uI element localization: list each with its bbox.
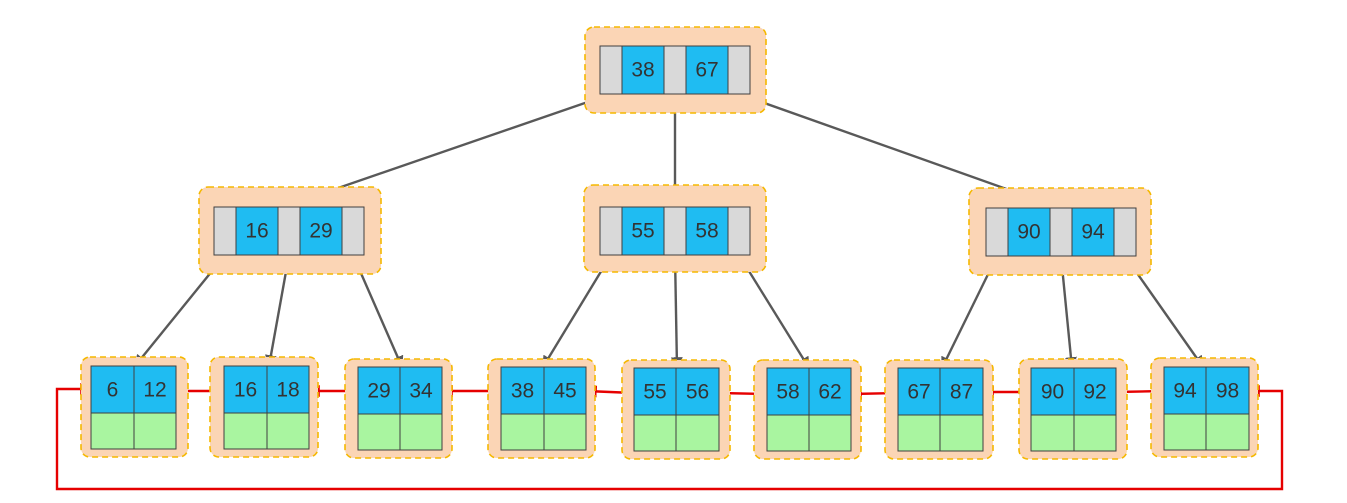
leaf-node-1: 16 18 [209,356,319,458]
leaf-1-data-cell-1 [266,412,310,450]
leaf-2-key-cell-1 [399,366,443,415]
leaf-3-key-1: 45 [553,380,576,403]
leaf-4-key-cell-1 [675,367,720,416]
leaf-7-key-cell-0 [1030,367,1075,416]
leaf-6-key-cell-0 [897,367,941,416]
internal-0-pointer-1 [277,206,301,256]
internal-1-pointer-0 [599,206,623,256]
root-pointer-1 [663,45,687,95]
leaf-1-data-cell-0 [223,412,268,450]
leaf-5-key-1: 62 [818,381,841,404]
internal-1-pointer-2 [727,206,751,256]
leaf-node-7: 90 92 [1018,358,1128,460]
internal-2-pointer-1 [1049,207,1073,257]
internal-2-key-cell-1 [1071,207,1115,257]
leaf-3-key-cell-0 [500,366,545,415]
leaf-1-key-1: 18 [276,379,299,402]
leaf-3-data-cell-1 [543,413,587,451]
leaf-node-8: 94 98 [1150,357,1259,458]
leaf-3-key-cell-1 [543,366,587,415]
leaf-1-key-0: 16 [234,379,257,402]
internal-2-key-0: 90 [1017,221,1040,244]
internal-2-pointer-2 [1113,207,1137,257]
internal-0-key-1: 29 [309,220,332,243]
leaf-0-data-cell-1 [133,412,177,450]
leaf-4-key-cell-0 [633,367,677,416]
leaf-4-key-0: 55 [643,381,666,404]
leaf-8-key-0: 94 [1173,380,1197,403]
internal-node-2: 90 94 [968,187,1152,276]
root-pointer-0 [599,45,623,95]
leaf-node-3: 38 45 [487,358,596,459]
leaf-node-6: 67 87 [884,359,994,460]
leaf-node-0: 6 12 [80,356,189,458]
internal-1-key-1: 58 [695,220,718,243]
internal-0-key-cell-1 [299,206,343,256]
leaf-3-data-cell-0 [500,413,545,451]
leaf-1-key-cell-0 [223,365,268,414]
root-key-cell-0 [621,45,665,95]
leaf-0-key-1: 12 [143,379,166,402]
leaf-4-data-cell-0 [633,414,677,452]
leaf-5-data-cell-0 [766,414,810,452]
internal-node-1: 55 58 [583,184,767,273]
tree-edge-8 [737,254,811,370]
leaf-2-key-0: 29 [367,380,390,403]
leaf-0-key-cell-0 [90,365,135,414]
leaf-5-data-cell-1 [808,414,852,452]
leaf-2-key-cell-0 [357,366,401,415]
root-node: 38 67 [584,26,767,114]
leaf-8-key-1: 98 [1216,380,1239,403]
leaf-2-data-cell-1 [399,413,443,451]
leaf-6-data-cell-1 [939,414,984,452]
leaf-7-data-cell-0 [1030,414,1075,452]
internal-1-key-cell-1 [685,206,729,256]
leaf-8-key-cell-1 [1205,366,1250,415]
leaf-6-data-cell-0 [897,414,941,452]
leaf-2-key-1: 34 [409,380,433,403]
internal-node-0: 16 29 [198,186,382,275]
leaf-6-key-1: 87 [950,381,973,404]
internal-1-key-cell-0 [621,206,665,256]
leaf-7-key-0: 90 [1041,381,1064,404]
leaf-4-data-cell-1 [675,414,720,452]
leaf-loop-link [55,383,1284,491]
internal-1-key-0: 55 [631,220,654,243]
leaf-2-data-cell-0 [357,413,401,451]
leaf-node-4: 55 56 [621,359,731,460]
leaf-7-key-1: 92 [1083,381,1106,404]
root-key-0: 38 [631,59,654,82]
leaf-8-data-cell-0 [1163,413,1207,451]
internal-0-key-0: 16 [245,220,268,243]
root-key-1: 67 [695,59,718,82]
root-pointer-2 [727,45,751,95]
leaf-4-key-1: 56 [686,381,709,404]
tree-edge-6 [541,254,613,369]
internal-0-pointer-0 [213,206,237,256]
internal-0-pointer-2 [341,206,365,256]
internal-2-pointer-0 [985,207,1009,257]
root-key-cell-1 [685,45,729,95]
leaf-6-key-cell-1 [939,367,984,416]
leaf-3-key-0: 38 [511,380,534,403]
internal-1-pointer-1 [663,206,687,256]
leaf-node-2: 29 34 [344,358,453,459]
leaf-7-data-cell-1 [1073,414,1117,452]
leaf-6-key-0: 67 [907,381,930,404]
leaf-8-data-cell-1 [1205,413,1250,451]
internal-0-key-cell-0 [235,206,279,256]
leaf-1-key-cell-1 [266,365,310,414]
internal-2-key-1: 94 [1081,221,1105,244]
tree-edge-7 [670,254,683,370]
leaf-0-data-cell-0 [90,412,135,450]
leaf-5-key-0: 58 [776,381,799,404]
internal-2-key-cell-0 [1007,207,1051,257]
leaf-node-5: 58 62 [753,359,862,460]
leaf-0-key-0: 6 [107,379,119,402]
